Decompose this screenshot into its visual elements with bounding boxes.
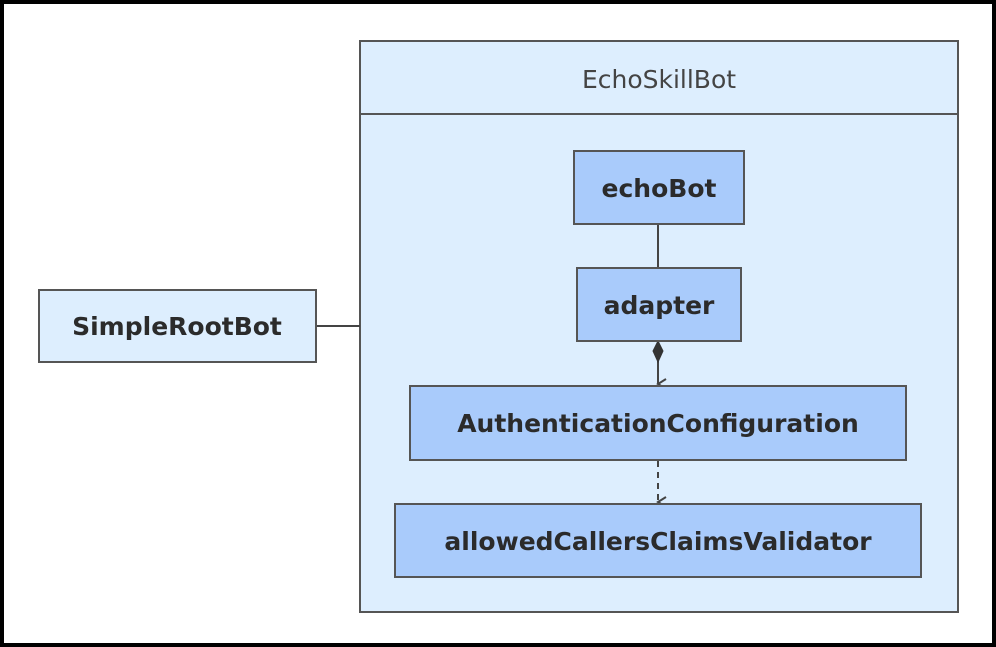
container-title: EchoSkillBot	[582, 65, 736, 94]
node-allowed-callers-claims-validator-label: allowedCallersClaimsValidator	[444, 527, 872, 556]
node-authentication-configuration[interactable]: AuthenticationConfiguration	[409, 385, 907, 461]
composition-diamond-icon	[652, 339, 664, 364]
node-adapter-label: adapter	[604, 291, 715, 320]
node-simple-root-bot-label: SimpleRootBot	[72, 312, 282, 341]
adapter-composition-connector	[652, 339, 667, 390]
node-allowed-callers-claims-validator[interactable]: allowedCallersClaimsValidator	[394, 503, 922, 578]
node-authentication-configuration-label: AuthenticationConfiguration	[457, 409, 859, 438]
node-echo-bot[interactable]: echoBot	[573, 150, 745, 225]
node-simple-root-bot[interactable]: SimpleRootBot	[38, 289, 317, 363]
node-adapter[interactable]: adapter	[576, 267, 742, 342]
node-echo-bot-label: echoBot	[602, 174, 717, 203]
